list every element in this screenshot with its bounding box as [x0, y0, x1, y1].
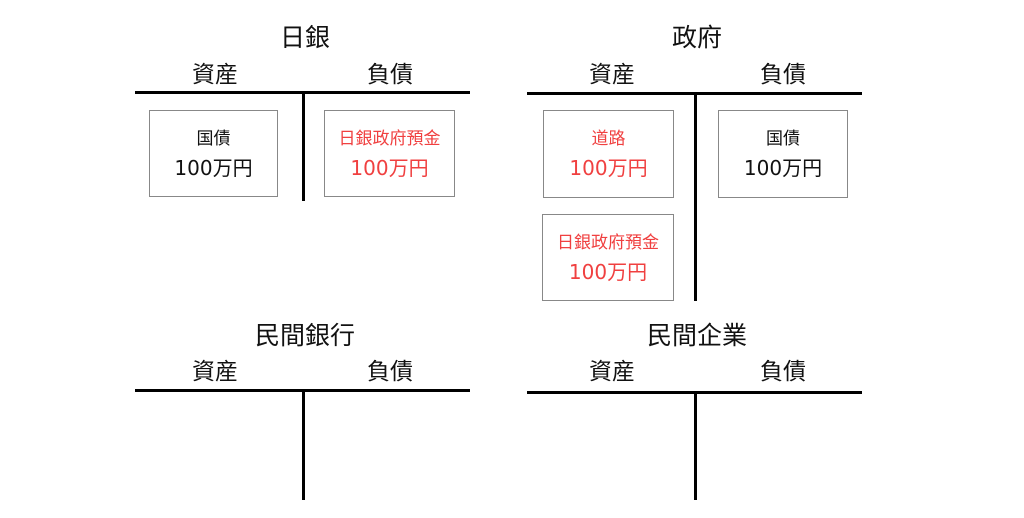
private-bank-t-account-vline: [302, 389, 305, 500]
government-liability-box: 国債 100万円: [718, 110, 848, 198]
boj-title: 日銀: [279, 23, 330, 52]
boj-assets-label: 資産: [192, 62, 238, 88]
item-amount: 100万円: [350, 155, 429, 180]
boj-liability-box: 日銀政府預金 100万円: [324, 110, 455, 197]
item-amount: 100万円: [743, 156, 823, 180]
government-assets-label: 資産: [589, 62, 635, 88]
boj-liabilities-label: 負債: [367, 62, 413, 88]
private-company-liabilities-label: 負債: [760, 359, 806, 385]
private-company-title: 民間企業: [646, 321, 747, 350]
government-asset-box-road: 道路 100万円: [543, 110, 674, 198]
item-name: 日銀政府預金: [557, 232, 659, 253]
item-amount: 100万円: [568, 259, 648, 284]
item-amount: 100万円: [174, 155, 253, 180]
government-asset-box-deposit: 日銀政府預金 100万円: [542, 214, 674, 301]
item-name: 国債: [196, 128, 231, 149]
item-name: 道路: [591, 129, 626, 149]
government-title: 政府: [671, 23, 722, 52]
boj-asset-box: 国債 100万円: [149, 110, 278, 197]
private-company-assets-label: 資産: [589, 359, 635, 385]
government-t-account-vline: [694, 92, 697, 301]
boj-t-account-vline: [302, 91, 305, 201]
item-name: 国債: [766, 129, 800, 149]
private-company-t-account-vline: [694, 391, 697, 500]
government-liabilities-label: 負債: [760, 62, 806, 88]
item-amount: 100万円: [569, 156, 648, 180]
private-bank-liabilities-label: 負債: [367, 359, 413, 385]
item-name: 日銀政府預金: [338, 128, 441, 149]
private-bank-title: 民間銀行: [254, 321, 355, 350]
private-bank-assets-label: 資産: [192, 359, 238, 385]
